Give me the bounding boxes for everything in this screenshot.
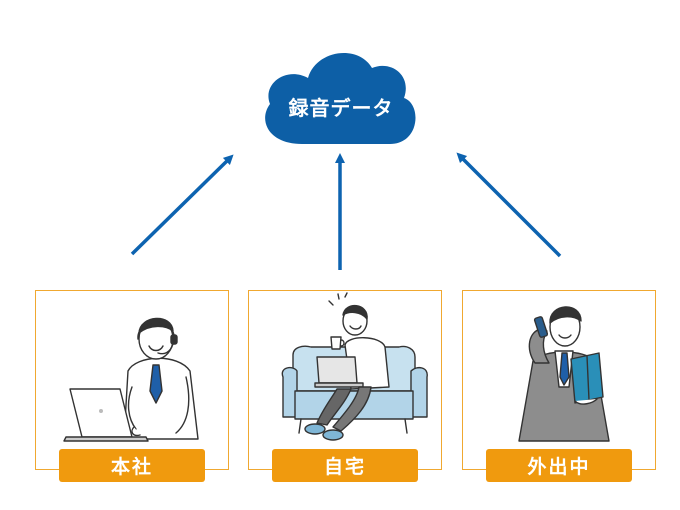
office-worker-headset-laptop-icon	[63, 317, 199, 442]
location-card-home	[248, 290, 442, 470]
location-label-home: 自宅	[272, 449, 418, 482]
arrow-office-to-cloud	[130, 154, 234, 256]
home-worker-sofa-laptop-icon	[281, 292, 428, 441]
businessman-phone-notebook-icon	[518, 306, 610, 442]
arrow-outside-to-cloud	[456, 152, 562, 258]
location-card-outside	[462, 290, 656, 470]
cloud-icon	[265, 53, 416, 144]
location-label-outside: 外出中	[486, 449, 632, 482]
location-card-office	[35, 290, 229, 470]
location-label-office: 本社	[59, 449, 205, 482]
cloud-label: 録音データ	[288, 95, 394, 120]
